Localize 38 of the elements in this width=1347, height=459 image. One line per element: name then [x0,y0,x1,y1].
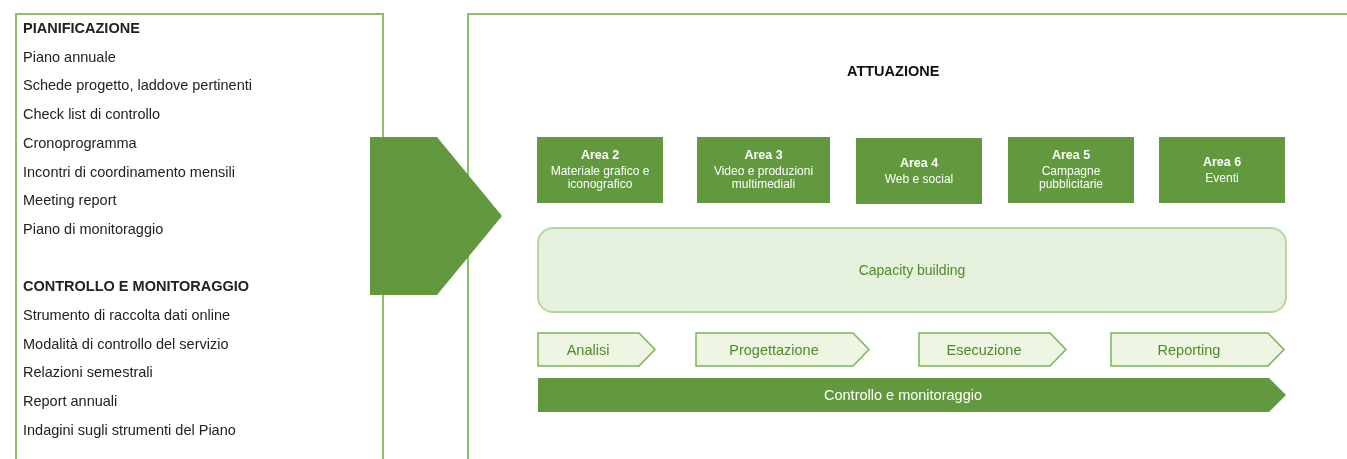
area-title: Area 5 [1051,149,1091,163]
area-description: Materiale grafico e iconografico [549,165,651,191]
list-item: Report annuali [23,393,118,410]
area-title: Area 6 [1202,155,1242,169]
list-item: Indagini sugli strumenti del Piano [23,421,236,438]
area-title: Area 3 [744,149,783,163]
section-heading: CONTROLLO E MONITORAGGIO [23,278,250,295]
list-item: Schede progetto, laddove pertinenti [23,77,252,94]
step-label: Esecuzione [946,341,1022,358]
area-box [1008,137,1134,203]
list-item: Piano annuale [23,48,116,65]
list-item: Relazioni semestrali [23,364,153,381]
list-item: Incontri di coordinamento mensili [23,163,235,180]
panel-title: ATTUAZIONE [847,63,940,79]
bar-label: Controllo e monitoraggio [824,387,982,403]
list-item: Modalità di controllo del servizio [23,335,229,352]
list-item: Cronoprogramma [23,134,137,151]
area-description: Eventi [1205,171,1239,185]
band-label: Capacity building [858,262,966,278]
area-description: Web e social [884,172,954,186]
chevron-arrow [370,137,502,295]
area-box [1159,137,1285,203]
section-heading: PIANIFICAZIONE [23,20,140,36]
list-item: Check list di controllo [23,106,160,123]
area-box [537,137,663,203]
area-box [856,138,982,204]
area-title: Area 2 [580,149,620,163]
step-label: Progettazione [729,341,819,358]
area-title: Area 4 [899,156,939,170]
area-description: Video e produzioni multimediali [712,165,815,191]
rounded-band [537,227,1287,313]
list-item: Meeting report [23,192,117,209]
list-item: Piano di monitoraggio [23,220,164,237]
area-description: Campagne pubblicitarie [1037,165,1104,191]
step-label: Analisi [566,341,610,358]
list-item: Strumento di raccolta dati online [23,307,231,323]
step-label: Reporting [1157,341,1221,358]
area-box [697,137,830,203]
